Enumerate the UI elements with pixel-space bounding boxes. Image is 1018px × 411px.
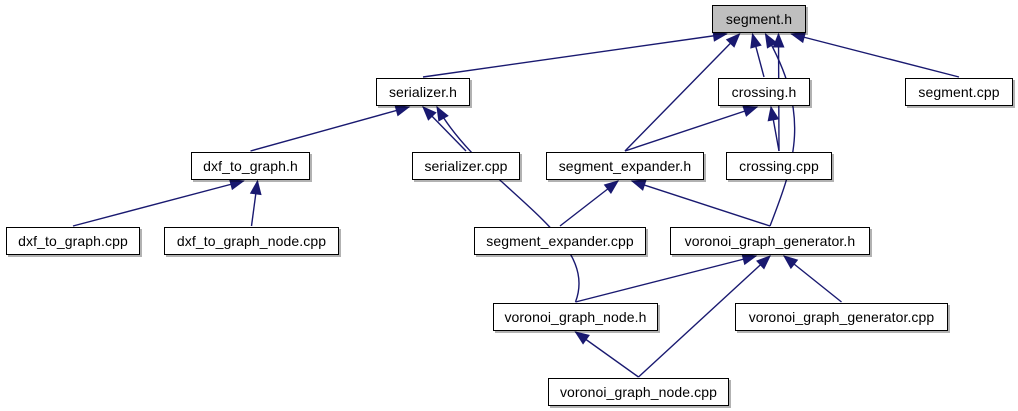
- graph-node-label: dxf_to_graph.cpp: [18, 233, 128, 249]
- edge-line: [764, 33, 796, 227]
- edge-arrowhead: [767, 105, 780, 122]
- edge-arrowhead: [782, 255, 799, 270]
- edge-arrowhead: [422, 106, 437, 121]
- edge-arrowhead: [249, 179, 262, 196]
- edge-arrowhead: [603, 180, 620, 194]
- edge-arrowhead: [228, 178, 245, 191]
- graph-node-segment_expander_h[interactable]: segment_expander.h: [546, 152, 704, 180]
- edge-arrowhead: [725, 33, 741, 48]
- graph-node-crossing_h[interactable]: crossing.h: [718, 78, 810, 106]
- edge-arrowhead: [756, 255, 771, 270]
- graph-node-label: dxf_to_graph_node.cpp: [176, 233, 327, 249]
- graph-node-label: voronoi_graph_generator.cpp: [748, 309, 935, 325]
- graph-node-label: segment.h: [725, 11, 793, 27]
- graph-node-segment_expander_cpp[interactable]: segment_expander.cpp: [474, 227, 646, 255]
- graph-node-label: voronoi_graph_generator.h: [684, 233, 856, 249]
- graph-node-label: segment_expander.h: [558, 158, 692, 174]
- graph-node-label: voronoi_graph_node.cpp: [559, 384, 718, 400]
- edge-line: [575, 255, 757, 303]
- graph-node-label: serializer.h: [388, 84, 458, 100]
- graph-node-serializer_cpp[interactable]: serializer.cpp: [412, 152, 520, 180]
- edge-line: [624, 106, 758, 152]
- graph-node-dxf_to_graph_cpp[interactable]: dxf_to_graph.cpp: [6, 227, 140, 255]
- graph-node-voronoi_graph_generator_h[interactable]: voronoi_graph_generator.h: [670, 227, 870, 255]
- graph-node-voronoi_graph_node_h[interactable]: voronoi_graph_node.h: [493, 303, 658, 331]
- graph-node-dxf_to_graph_h[interactable]: dxf_to_graph.h: [191, 152, 310, 180]
- graph-node-label: segment_expander.cpp: [486, 233, 634, 249]
- edge-line: [638, 255, 771, 378]
- graph-node-dxf_to_graph_node_cpp[interactable]: dxf_to_graph_node.cpp: [164, 227, 339, 255]
- edge-line: [250, 106, 410, 152]
- edge-arrowhead: [630, 179, 647, 191]
- graph-node-label: crossing.cpp: [739, 158, 819, 174]
- graph-node-segment_h[interactable]: segment.h: [712, 5, 806, 33]
- edge-line: [422, 33, 727, 78]
- graph-node-voronoi_graph_generator_cpp[interactable]: voronoi_graph_generator.cpp: [735, 303, 948, 331]
- edge-arrowhead: [574, 331, 590, 345]
- graph-node-crossing_cpp[interactable]: crossing.cpp: [726, 152, 832, 180]
- edge-arrowhead: [772, 32, 785, 48]
- edge-arrowhead: [394, 104, 411, 117]
- edge-arrowhead: [750, 32, 762, 49]
- edge-arrowhead: [764, 32, 778, 49]
- edge-arrowhead: [742, 105, 759, 117]
- graph-node-label: crossing.h: [731, 84, 797, 100]
- graph-node-serializer_h[interactable]: serializer.h: [376, 78, 470, 106]
- edge-arrowhead: [741, 253, 758, 266]
- edge-line: [624, 33, 741, 152]
- edge-line: [436, 106, 580, 303]
- edge-line: [631, 180, 771, 227]
- graph-node-voronoi_graph_node_cpp[interactable]: voronoi_graph_node.cpp: [548, 378, 729, 406]
- graph-node-label: dxf_to_graph.h: [203, 158, 298, 174]
- graph-node-segment_cpp[interactable]: segment.cpp: [905, 78, 1013, 106]
- graph-node-label: serializer.cpp: [424, 158, 508, 174]
- edge-line: [72, 180, 244, 227]
- edge-arrowhead: [436, 105, 449, 122]
- edge-line: [791, 33, 960, 78]
- graph-node-label: voronoi_graph_node.h: [504, 309, 647, 325]
- graph-node-label: segment.cpp: [918, 84, 1000, 100]
- edge-arrowhead: [790, 31, 807, 44]
